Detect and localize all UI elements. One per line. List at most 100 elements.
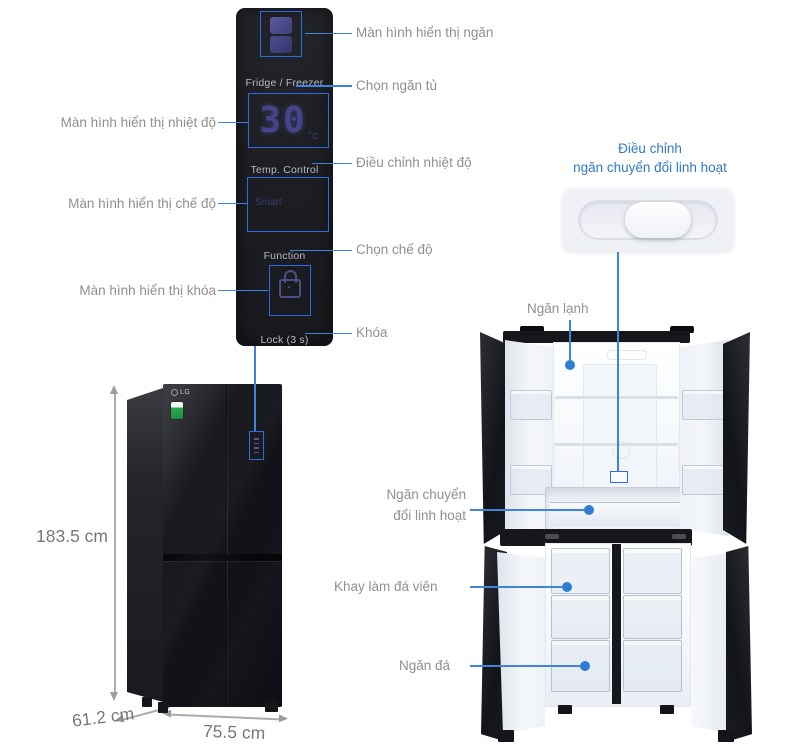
- fridge-foot: [498, 730, 514, 742]
- freezer-drawer: [623, 548, 682, 594]
- hinge-cap: [670, 326, 694, 333]
- lock-label: Lock (3 s): [260, 334, 309, 346]
- hinge-cap: [520, 326, 544, 333]
- door-control-mark: [254, 451, 259, 453]
- fridge-back-logo: [612, 441, 630, 459]
- label-flex-adjust-line2: ngăn chuyển đổi linh hoạt: [573, 160, 727, 175]
- door-bin: [682, 390, 724, 420]
- callout-line-cool: [569, 320, 571, 360]
- fridge-foot: [265, 700, 278, 712]
- callout-line-lock: [305, 332, 352, 334]
- closed-fridge-front: LG: [163, 384, 282, 707]
- label-lock: Khóa: [356, 325, 388, 340]
- fridge-foot: [142, 697, 152, 707]
- freezer-drawer: [551, 595, 610, 639]
- callout-line-slider-to-fridge: [617, 252, 619, 472]
- dot-freezer-compartment: [580, 661, 590, 671]
- door-bin: [510, 390, 552, 420]
- height-dimension-label: 183.5 cm: [36, 526, 108, 546]
- callout-line-lock-display: [218, 289, 268, 291]
- label-flex-adjust: Điều chỉnh ngăn chuyển đổi linh hoạt: [535, 139, 765, 177]
- open-fridge-illustration: [460, 300, 770, 748]
- door-divider: [226, 384, 228, 707]
- label-freezer-compartment: Ngăn đá: [399, 658, 451, 673]
- label-cool-compartment: Ngăn lạnh: [527, 301, 589, 316]
- flex-slider-knob: [625, 202, 691, 238]
- compartment-icon-bottom: [270, 36, 292, 53]
- compartment-display-box: [260, 11, 302, 57]
- callout-line-panel-to-door: [254, 346, 256, 431]
- label-flex-compartment-line2: đổi linh hoạt: [393, 508, 466, 523]
- freezer-latch: [545, 534, 559, 539]
- door-control-mark: [254, 438, 259, 440]
- lock-icon: [279, 270, 301, 298]
- fridge-right-door-outer: [723, 332, 750, 544]
- dot-cool-compartment: [565, 360, 575, 370]
- control-panel-diagram: Fridge / Freezer 30 °c Temp. Control Sma…: [236, 8, 333, 346]
- freezer-top-frame: [500, 529, 692, 546]
- fridge-foot: [718, 730, 734, 742]
- fridge-shelf: [555, 396, 678, 399]
- label-select-compartment: Chọn ngăn tủ: [356, 78, 438, 93]
- flex-control-highlight-box: [610, 471, 628, 483]
- label-mode-display: Màn hình hiển thị chế độ: [68, 196, 216, 211]
- door-control-panel-highlight: [249, 431, 264, 460]
- fridge-back-panel: [583, 364, 657, 491]
- callout-line-select-mode: [290, 249, 352, 251]
- fridge-lamp: [607, 350, 647, 360]
- function-label: Function: [263, 250, 306, 262]
- label-flex-compartment-line1: Ngăn chuyển: [386, 487, 466, 502]
- callout-line-compartment: [305, 32, 352, 34]
- temperature-unit: °c: [307, 130, 318, 142]
- callout-line-select-compartment: [296, 85, 352, 87]
- fridge-top-frame: [503, 331, 690, 343]
- dot-flex-compartment: [584, 505, 594, 515]
- fridge-freezer-label: Fridge / Freezer: [245, 77, 324, 89]
- callout-line-mode-display: [218, 202, 247, 204]
- fridge-right-door-inner: [680, 340, 728, 536]
- smart-mode-text: Smart: [255, 197, 282, 208]
- temperature-value: 30: [259, 99, 307, 141]
- callout-line-flex: [470, 509, 584, 511]
- dot-ice-tray: [562, 582, 572, 592]
- label-flex-adjust-line1: Điều chỉnh: [618, 141, 682, 156]
- door-control-mark: [254, 447, 259, 449]
- flex-slider-control: [563, 189, 733, 251]
- freezer-drawer: [623, 595, 682, 639]
- label-select-mode: Chọn chế độ: [356, 242, 433, 257]
- freezer-latch: [672, 534, 686, 539]
- door-divider-horizontal: [163, 554, 282, 561]
- door-bin: [682, 465, 724, 495]
- lock-display-box: [269, 265, 311, 316]
- freezer-bottom-drawer: [623, 640, 682, 692]
- compartment-icon: [270, 17, 292, 53]
- door-control-mark: [254, 442, 259, 444]
- callout-line-temp-display: [218, 121, 248, 123]
- fridge-foot: [558, 705, 572, 714]
- label-temp-adjust: Điều chỉnh nhiệt độ: [356, 155, 472, 170]
- height-dimension-arrow: [111, 385, 118, 701]
- fridge-foot: [660, 705, 674, 714]
- closed-fridge-side: [127, 388, 163, 702]
- callout-line-temp-adjust: [312, 162, 352, 164]
- freezer-left-door-inner: [497, 552, 545, 734]
- fridge-left-door-outer: [480, 332, 507, 544]
- temperature-display-box: 30 °c: [248, 93, 329, 148]
- label-ice-tray: Khay làm đá viên: [334, 579, 438, 594]
- label-compartment-display: Màn hình hiển thị ngăn: [356, 25, 494, 40]
- closed-fridge-illustration: LG: [115, 380, 295, 728]
- freezer-right-door-outer: [726, 546, 752, 742]
- temp-control-label: Temp. Control: [250, 164, 319, 176]
- callout-line-freezer: [470, 665, 580, 667]
- label-lock-display: Màn hình hiển thị khóa: [79, 283, 216, 298]
- energy-label: [171, 402, 183, 419]
- freezer-center-divider: [612, 544, 621, 704]
- compartment-icon-top: [270, 17, 292, 34]
- fridge-shelf: [555, 443, 678, 446]
- lg-logo: LG: [171, 389, 190, 396]
- label-flex-compartment: Ngăn chuyển đổi linh hoạt: [356, 484, 466, 526]
- callout-line-ice-tray: [470, 586, 562, 588]
- fridge-foot: [158, 702, 168, 713]
- label-temp-display: Màn hình hiển thị nhiệt độ: [60, 115, 216, 130]
